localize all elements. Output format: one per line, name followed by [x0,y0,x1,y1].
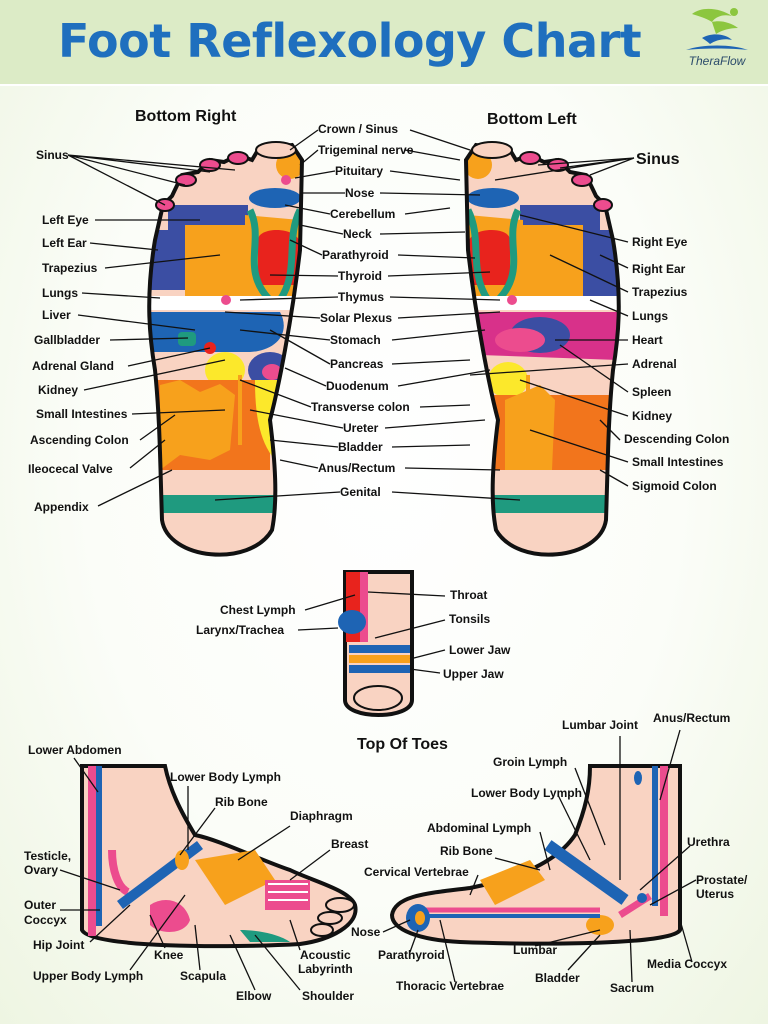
label-kidney-left: Kidney [632,409,672,423]
label-bladder-outer: Bladder [535,971,580,985]
label-anus-rectum: Anus/Rectum [318,461,395,475]
label-outer: Outer [24,898,56,912]
label-parathyroid: Parathyroid [322,248,389,262]
label-upper-body-lymph: Upper Body Lymph [33,969,143,983]
label-pituitary: Pituitary [335,164,383,178]
label-nose: Nose [345,186,375,200]
label-knee: Knee [154,948,184,962]
label-groin-lymph: Groin Lymph [493,755,567,769]
label-trapezius-right: Trapezius [42,261,98,275]
label-trigeminal-nerve: Trigeminal nerve [318,143,414,157]
label-sinus-right: Sinus [36,148,69,162]
label-ascending-colon: Ascending Colon [30,433,129,447]
header-banner: Foot Reflexology Chart TheraFlow [0,0,768,84]
label-lower-abdomen: Lower Abdomen [28,743,122,757]
brand-name: TheraFlow [688,54,746,68]
label-abdominal-lymph: Abdominal Lymph [427,821,531,835]
label-genital: Genital [340,485,381,499]
label-tonsils: Tonsils [449,612,490,626]
label-neck: Neck [343,227,372,241]
label-chest-lymph: Chest Lymph [220,603,296,617]
label-scapula: Scapula [180,969,226,983]
label-solar-plexus: Solar Plexus [320,311,392,325]
label-lumbar: Lumbar [513,943,557,957]
label-lumbar-joint: Lumbar Joint [562,718,638,732]
label-rib-bone-outer: Rib Bone [440,844,493,858]
label-anus-rectum-outer: Anus/Rectum [653,711,730,725]
label-coccyx: Coccyx [24,913,67,927]
section-bottom-left: Bottom Left [487,111,577,128]
label-liver: Liver [42,308,71,322]
label-lower-jaw: Lower Jaw [449,643,511,657]
label-upper-jaw: Upper Jaw [443,667,504,681]
label-ovary: Ovary [24,863,58,877]
label-labyrinth: Labyrinth [298,962,353,976]
label-parathyroid-outer: Parathyroid [378,948,445,962]
reflexology-diagram: Bottom Right Bottom Left Top Of Toes Cro… [24,108,748,1003]
label-heart: Heart [632,333,663,347]
label-right-ear: Right Ear [632,262,686,276]
label-ureter: Ureter [343,421,379,435]
label-adrenal: Adrenal [632,357,677,371]
label-lungs-right: Lungs [42,286,78,300]
label-transverse-colon: Transverse colon [311,400,410,414]
label-crown-sinus: Crown / Sinus [318,122,398,136]
page-title: Foot Reflexology Chart [58,14,642,68]
label-thoracic-vertebrae: Thoracic Vertebrae [396,979,504,993]
label-sigmoid-colon: Sigmoid Colon [632,479,717,493]
label-prostate: Prostate/ [696,873,748,887]
label-left-eye: Left Eye [42,213,89,227]
label-media-coccyx: Media Coccyx [647,957,727,971]
label-thyroid: Thyroid [338,269,382,283]
label-appendix: Appendix [34,500,89,514]
label-sinus-left: Sinus [636,151,680,168]
label-lower-body-lymph-inner: Lower Body Lymph [170,770,281,784]
label-spleen: Spleen [632,385,671,399]
label-hip-joint: Hip Joint [33,938,84,952]
label-nose-outer: Nose [351,925,381,939]
label-elbow: Elbow [236,989,272,1003]
label-cerebellum: Cerebellum [330,207,395,221]
toe-diagram [338,570,414,717]
right-sole-foot [147,141,305,557]
label-larynx-trachea: Larynx/Trachea [196,623,284,637]
label-bladder: Bladder [338,440,383,454]
label-gallbladder: Gallbladder [34,333,100,347]
label-sacrum: Sacrum [610,981,654,995]
outer-side-foot [389,764,682,946]
section-bottom-right: Bottom Right [135,108,237,125]
label-small-intestines-right: Small Intestines [36,407,128,421]
label-stomach: Stomach [330,333,381,347]
left-sole-foot [463,141,621,557]
label-throat: Throat [450,588,487,602]
label-shoulder: Shoulder [302,989,354,1003]
label-testicle: Testicle, [24,849,71,863]
label-urethra: Urethra [687,835,730,849]
label-pancreas: Pancreas [330,357,384,371]
swimmer-icon [686,8,748,50]
label-thymus: Thymus [338,290,384,304]
labels: Bottom Right Bottom Left Top Of Toes Cro… [24,108,748,1003]
chart-panel: Bottom Right Bottom Left Top Of Toes Cro… [0,86,768,1024]
label-descending-colon: Descending Colon [624,432,729,446]
label-left-ear: Left Ear [42,236,87,250]
label-small-intestines-left: Small Intestines [632,455,724,469]
label-lower-body-lymph-outer: Lower Body Lymph [471,786,582,800]
label-acoustic: Acoustic [300,948,351,962]
label-diaphragm: Diaphragm [290,809,353,823]
label-lungs-left: Lungs [632,309,668,323]
label-adrenal-gland: Adrenal Gland [32,359,114,373]
label-ileocecal-valve: Ileocecal Valve [28,462,113,476]
section-top-of-toes: Top Of Toes [357,736,448,753]
label-rib-bone-inner: Rib Bone [215,795,268,809]
label-duodenum: Duodenum [326,379,389,393]
leader-lines [59,129,697,991]
label-breast: Breast [331,837,368,851]
inner-side-foot [80,764,358,949]
label-uterus: Uterus [696,887,734,901]
label-right-eye: Right Eye [632,235,688,249]
label-cervical-vertebrae: Cervical Vertebrae [364,865,469,879]
label-trapezius-left: Trapezius [632,285,688,299]
label-kidney-right: Kidney [38,383,78,397]
